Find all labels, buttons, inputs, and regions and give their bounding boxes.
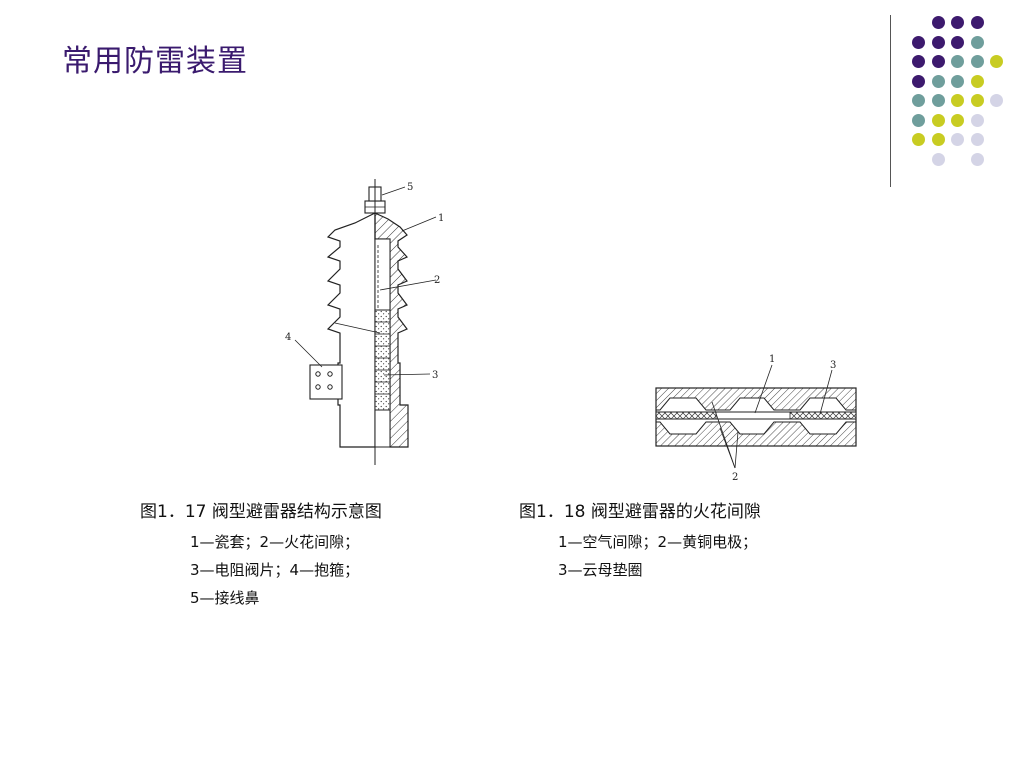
decorative-dot (970, 55, 984, 68)
decorative-dot (912, 113, 925, 127)
decorative-dot (912, 55, 925, 68)
decorative-dot (970, 152, 984, 166)
figure-1-18-legend: 1—空气间隙；2—黄铜电极； 3—云母垫圈 (558, 528, 757, 584)
decorative-dot (931, 152, 945, 166)
valve-discs (374, 309, 391, 411)
decorative-dot (912, 35, 925, 49)
decorative-dot (951, 113, 964, 127)
decorative-dot (912, 74, 925, 88)
decorative-dot (931, 35, 945, 49)
decorative-dot (931, 133, 945, 146)
decorative-dot (951, 133, 964, 146)
decorative-dot (912, 94, 925, 107)
figure-1-18-caption: 图1．18 阀型避雷器的火花间隙 (519, 502, 761, 522)
callout-3: 3 (432, 370, 438, 381)
decorative-dot (951, 35, 964, 49)
callout-4: 4 (285, 332, 291, 343)
spark-gap-diagram: 1 3 2 (655, 354, 857, 483)
mica-washer-left (655, 411, 717, 420)
figure-1-17-legend: 1—瓷套；2—火花间隙； 3—电阻阀片；4—抱箍； 5—接线鼻 (190, 528, 359, 612)
decorative-dot (970, 16, 984, 29)
decorative-divider (890, 15, 891, 187)
lower-brass-electrode (655, 421, 857, 447)
decorative-dot (931, 55, 945, 68)
legend-line: 1—瓷套；2—火花间隙； (190, 533, 360, 551)
decorative-dot (951, 74, 964, 88)
legend-line: 1—空气间隙；2—黄铜电极； (558, 533, 758, 551)
decorative-dot (931, 113, 945, 127)
decorative-dot (990, 94, 1003, 107)
decorative-dot (970, 94, 984, 107)
arrester-structure-diagram: 5 1 2 3 4 (285, 179, 444, 465)
decorative-dot (951, 16, 964, 29)
callout-3: 3 (830, 360, 836, 371)
clamp-bracket (309, 364, 343, 400)
decorative-dot (970, 113, 984, 127)
legend-line: 3—电阻阀片；4—抱箍； (190, 561, 360, 579)
legend-line: 5—接线鼻 (190, 589, 260, 607)
decorative-dot (931, 74, 945, 88)
decorative-dot (970, 133, 984, 146)
callout-5: 5 (407, 182, 413, 193)
decorative-dot (951, 55, 964, 68)
decorative-dot (951, 94, 964, 107)
porcelain-housing-left (326, 212, 376, 448)
callout-1: 1 (769, 354, 775, 365)
decorative-dot (931, 94, 945, 107)
porcelain-housing-section (374, 212, 409, 448)
upper-brass-electrode (655, 387, 857, 411)
decorative-dot (912, 133, 925, 146)
decorative-dot (931, 16, 945, 29)
callout-2: 2 (434, 275, 440, 286)
callout-2: 2 (732, 472, 738, 483)
callout-1: 1 (438, 213, 444, 224)
figure-1-17-caption: 图1．17 阀型避雷器结构示意图 (140, 502, 382, 522)
decorative-dot (970, 35, 984, 49)
slide-title: 常用防雷装置 (62, 44, 248, 79)
decorative-dot (970, 74, 984, 88)
mica-washer-right (789, 411, 857, 420)
legend-line: 3—云母垫圈 (558, 561, 643, 579)
decorative-dot (990, 55, 1003, 68)
